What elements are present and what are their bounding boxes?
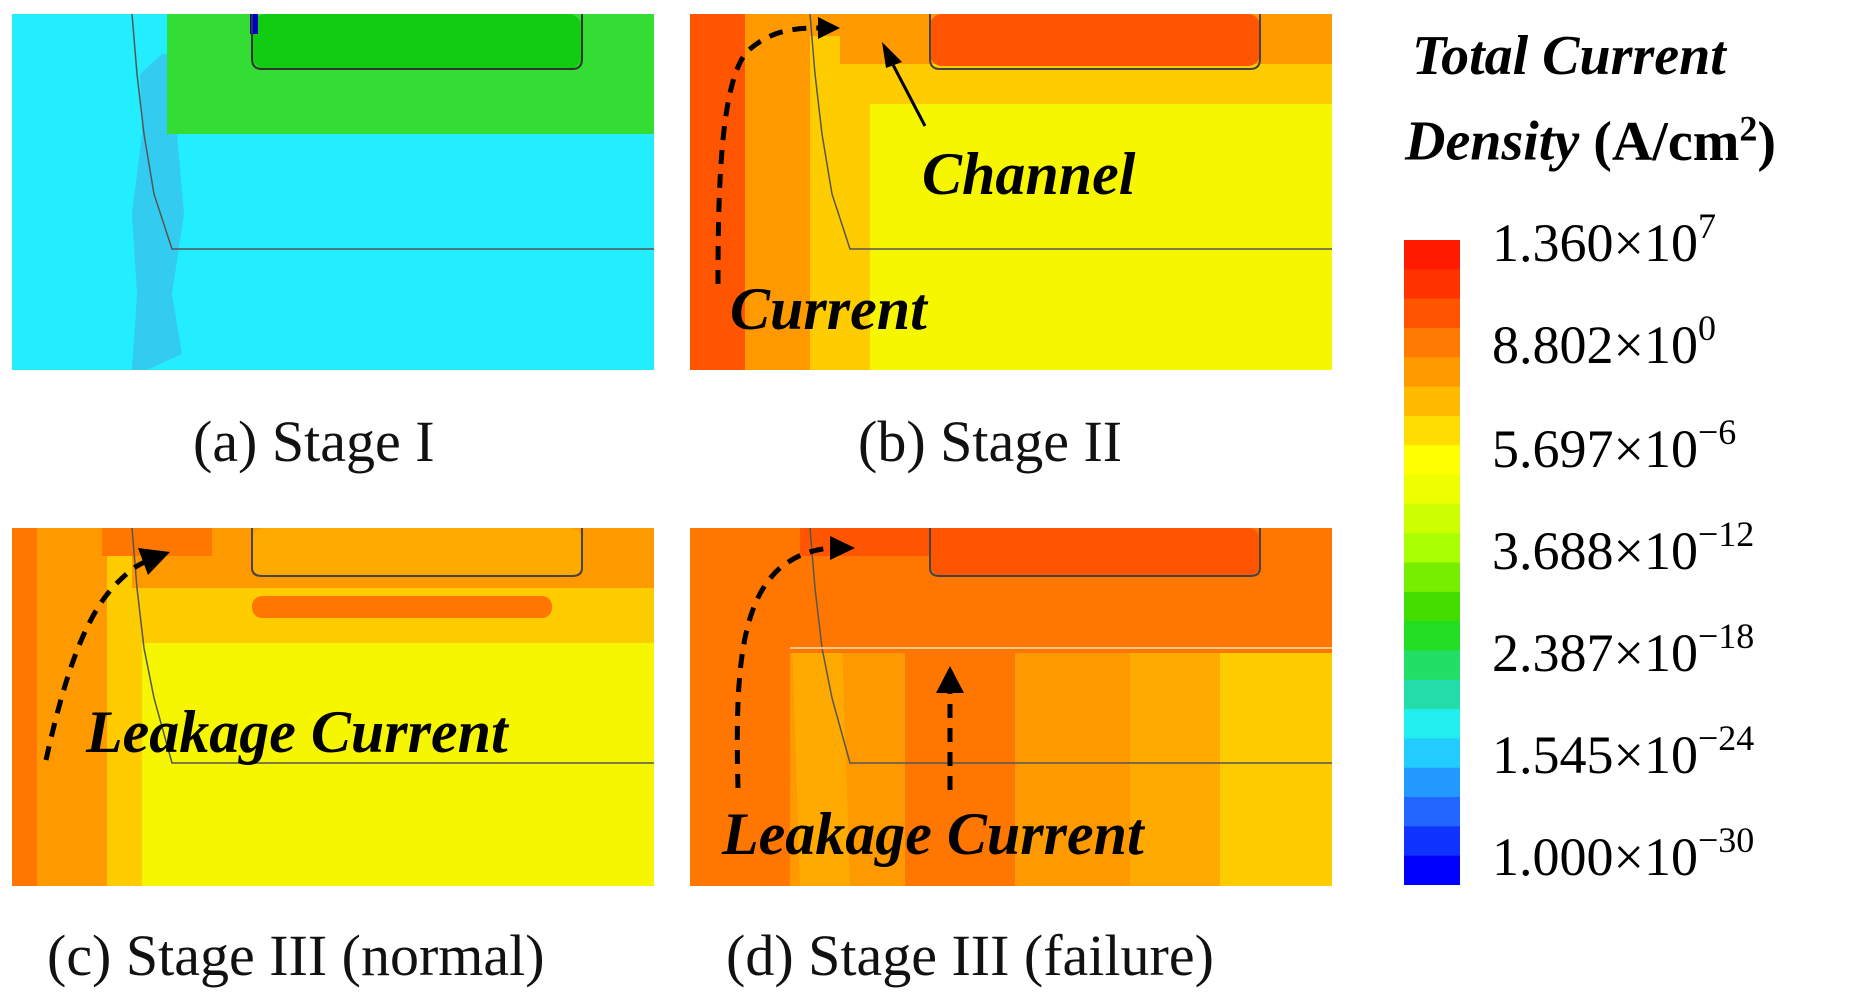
colorbar-segment	[1404, 415, 1460, 446]
colorbar	[1404, 240, 1460, 885]
panel-b-stage-2	[690, 14, 1332, 370]
current-label: Current	[730, 276, 927, 342]
colorbar-segment	[1404, 679, 1460, 710]
colorbar-segment	[1404, 562, 1460, 593]
colorbar-tick-1: 8.802×100	[1492, 308, 1716, 375]
colorbar-segment	[1404, 474, 1460, 505]
colorbar-segment	[1404, 797, 1460, 827]
panel-c-stage-3-normal	[12, 528, 654, 886]
panel-d-stage-3-failure	[690, 528, 1332, 886]
colorbar-tick-4: 2.387×10−18	[1492, 616, 1755, 683]
colorbar-segment	[1404, 327, 1460, 358]
colorbar-segment	[1404, 269, 1460, 300]
colorbar-tick-5: 1.545×10−24	[1492, 718, 1755, 785]
colorbar-segment	[1404, 445, 1460, 476]
colorbar-title-line2: Density (A/cm2)	[1405, 110, 1776, 170]
caption-d: (d) Stage III (failure)	[726, 923, 1214, 988]
colorbar-segment	[1404, 533, 1460, 564]
colorbar-segment	[1404, 621, 1460, 652]
leakage-current-label-d: Leakage Current	[722, 801, 1144, 867]
colorbar-segment	[1404, 709, 1460, 740]
colorbar-segment	[1404, 650, 1460, 681]
caption-a: (a) Stage I	[193, 409, 435, 474]
colorbar-segment	[1404, 240, 1460, 270]
channel-label: Channel	[922, 141, 1136, 207]
colorbar-segment	[1404, 826, 1460, 857]
colorbar-segment	[1404, 591, 1460, 622]
caption-b: (b) Stage II	[858, 409, 1123, 474]
colorbar-segment	[1404, 767, 1460, 798]
colorbar-tick-2: 5.697×10−6	[1492, 412, 1737, 479]
colorbar-segment	[1404, 738, 1460, 769]
colorbar-title-line1: Total Current	[1412, 25, 1726, 87]
colorbar-tick-3: 3.688×10−12	[1492, 514, 1755, 581]
colorbar-segment	[1404, 298, 1460, 329]
colorbar-segment	[1404, 386, 1460, 417]
colorbar-tick-0: 1.360×107	[1492, 206, 1716, 273]
colorbar-tick-6: 1.000×10−30	[1492, 820, 1755, 887]
colorbar-segment	[1404, 855, 1460, 885]
caption-c: (c) Stage III (normal)	[47, 923, 545, 988]
leakage-current-label-c: Leakage Current	[86, 699, 508, 765]
colorbar-title-units: (A/cm2)	[1593, 108, 1777, 173]
colorbar-segment	[1404, 357, 1460, 388]
colorbar-title-density: Density	[1405, 110, 1580, 173]
colorbar-segment	[1404, 503, 1460, 534]
panel-a-stage-1	[12, 14, 654, 370]
